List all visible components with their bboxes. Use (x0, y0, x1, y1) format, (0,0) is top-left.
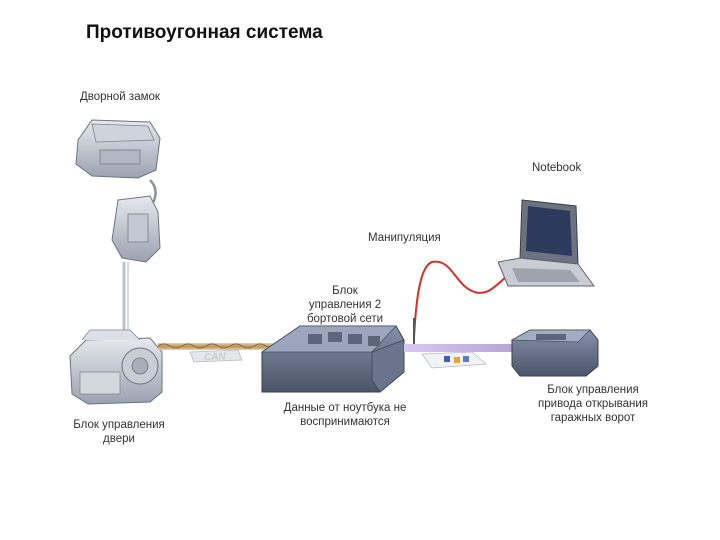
manipulation-label: Манипуляция (368, 232, 441, 244)
garage-label-line1: Блок управления (547, 384, 639, 396)
door-control-unit-icon (69, 329, 163, 405)
notebook-note-label: Данные от ноутбука не воспринимаются (270, 401, 420, 429)
door-ecu-label-line2: двери (103, 433, 135, 445)
bcm-label: Блок управления 2 бортовой сети (300, 284, 390, 326)
notebook-note-line2: воспринимаются (300, 416, 390, 428)
notebook-icon (497, 199, 595, 287)
body-control-module-icon (260, 325, 405, 393)
manipulation-wire (413, 260, 513, 346)
can-label: CAN (204, 351, 227, 363)
bcm-label-line2: управления 2 (308, 299, 382, 311)
door-lock-label: Дворной замок (80, 91, 160, 103)
garage-unit-label: Блок управления привода открывания гараж… (528, 383, 658, 425)
bcm-label-line1: Блок (332, 285, 358, 297)
garage-link (404, 344, 514, 369)
door-ecu-label-line1: Блок управления (73, 419, 165, 431)
page-title: Противоугонная система (86, 22, 323, 43)
garage-label-line3: гаражных ворот (550, 412, 636, 424)
door-lock-icon (75, 119, 161, 336)
garage-label-line2: привода открывания (538, 398, 648, 410)
door-ecu-label: Блок управления двери (64, 418, 174, 446)
garage-door-unit-icon (510, 329, 599, 377)
notebook-note-line1: Данные от ноутбука не (283, 402, 407, 414)
notebook-label: Notebook (532, 162, 582, 174)
bcm-label-line3: бортовой сети (306, 313, 384, 325)
